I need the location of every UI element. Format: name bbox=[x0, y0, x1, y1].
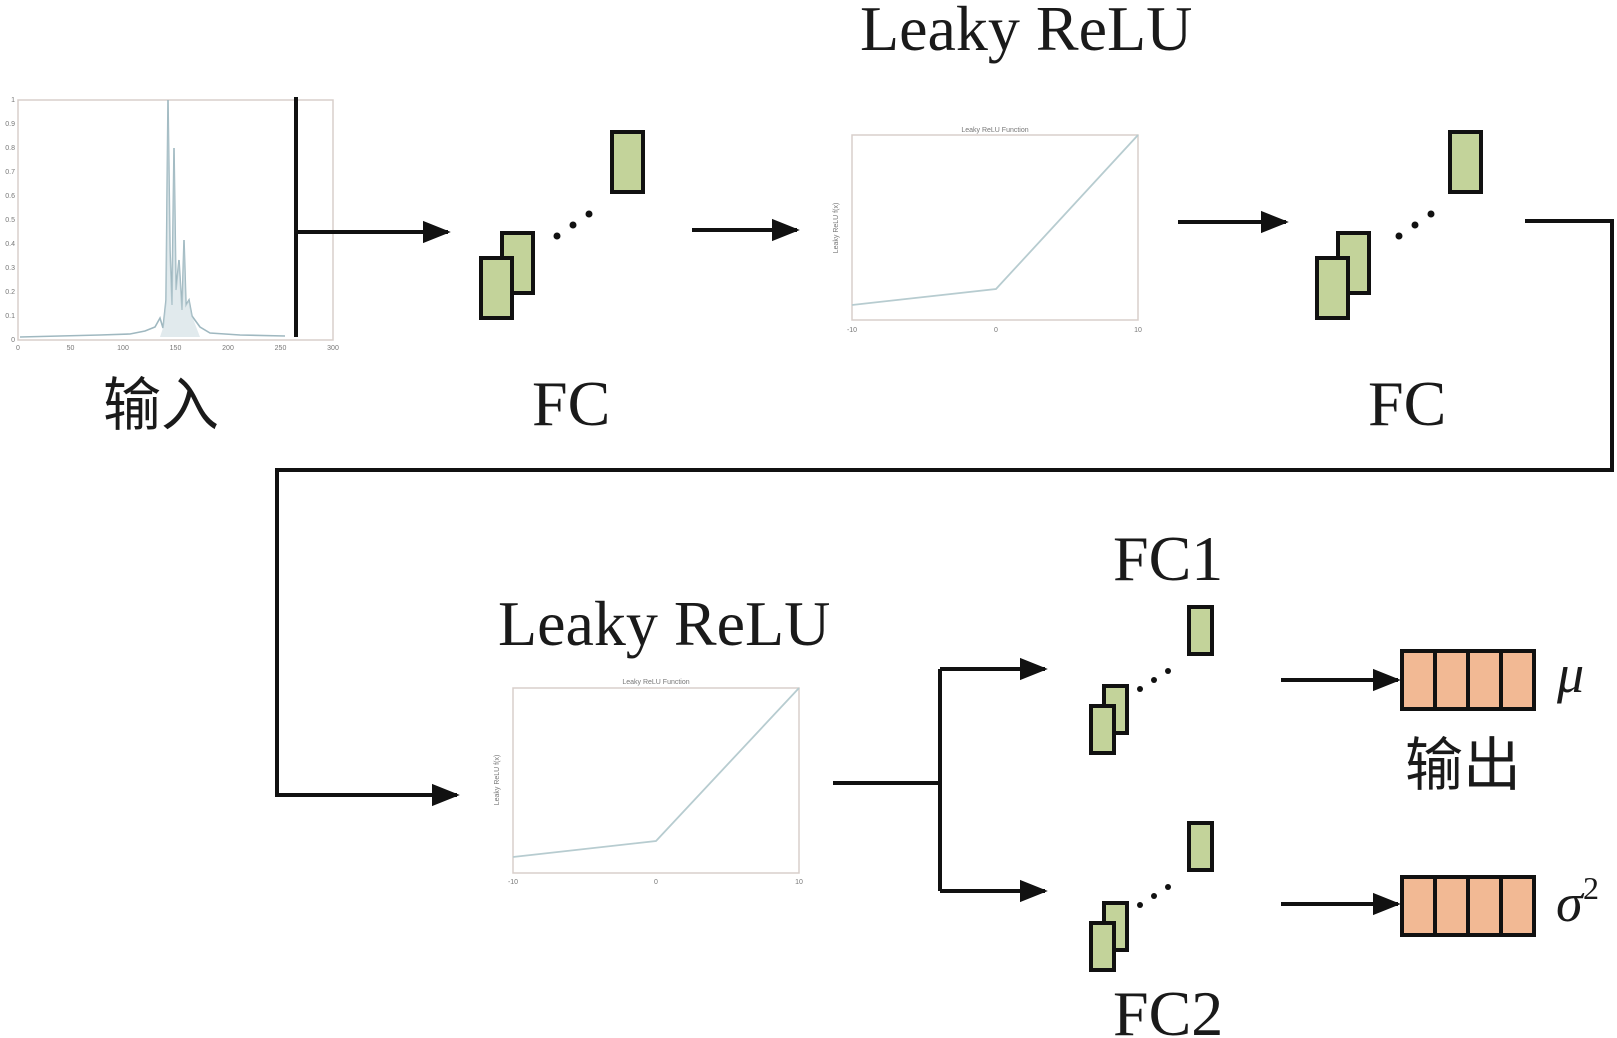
fc1-head-neuron-last bbox=[1187, 605, 1214, 656]
relu-x-tick: -10 bbox=[508, 879, 518, 886]
ellipsis-dot bbox=[553, 232, 561, 240]
input-plot-x-ticks: 0 50 100 150 200 250 300 bbox=[16, 345, 339, 352]
fc2-head-neuron-last bbox=[1187, 821, 1214, 872]
input-plot-y-tick: 0.1 bbox=[5, 313, 15, 320]
sigma-exponent: 2 bbox=[1583, 870, 1599, 906]
relu-x-tick: 10 bbox=[1134, 327, 1142, 334]
leaky-relu-plot-2: Leaky ReLU Function Leaky ReLU f(x) -10 … bbox=[494, 679, 803, 886]
fc2-head bbox=[1089, 821, 1214, 972]
leaky-relu-plot-1: Leaky ReLU Function Leaky ReLU f(x) -10 … bbox=[833, 127, 1142, 334]
relu-plot-title: Leaky ReLU Function bbox=[961, 127, 1028, 134]
input-plot-y-tick: 0.4 bbox=[5, 241, 15, 248]
relu-plot-title: Leaky ReLU Function bbox=[622, 679, 689, 686]
relu-plot-ylabel: Leaky ReLU f(x) bbox=[833, 203, 840, 254]
input-plot-y-ticks: 0 0.1 0.2 0.3 0.4 0.5 0.6 0.7 0.8 0.9 1 bbox=[5, 97, 15, 344]
sigma-cell bbox=[1466, 875, 1503, 937]
fc2-head-neuron-front bbox=[1089, 921, 1116, 972]
input-plot-y-tick: 0.8 bbox=[5, 145, 15, 152]
fc2-label: FC2 bbox=[1113, 978, 1223, 1038]
input-plot-x-tick: 150 bbox=[170, 345, 182, 352]
input-plot-x-tick: 250 bbox=[275, 345, 287, 352]
relu-plot-ylabel: Leaky ReLU f(x) bbox=[494, 755, 501, 806]
relu-curve bbox=[512, 687, 800, 858]
input-plot-y-tick: 0.5 bbox=[5, 217, 15, 224]
input-plot-y-tick: 1 bbox=[11, 97, 15, 104]
sigma-cell bbox=[1499, 875, 1536, 937]
input-plot-x-tick: 100 bbox=[117, 345, 129, 352]
relu-curve bbox=[851, 134, 1139, 306]
ellipsis-dot bbox=[1151, 893, 1157, 899]
input-plot-x-tick: 300 bbox=[327, 345, 339, 352]
fc1-neuron-last bbox=[610, 130, 645, 194]
ellipsis-dot bbox=[1395, 232, 1403, 240]
input-spectrum-fill bbox=[160, 100, 200, 337]
relu-x-tick: -10 bbox=[847, 327, 857, 334]
fc1-head bbox=[1089, 605, 1214, 755]
input-plot-y-tick: 0.6 bbox=[5, 193, 15, 200]
ellipsis-dot bbox=[585, 210, 593, 218]
sigma-output-vector bbox=[1400, 875, 1536, 937]
output-label: 输出 bbox=[1405, 731, 1521, 799]
fc-layer-1 bbox=[479, 130, 645, 320]
input-plot-y-tick: 0.9 bbox=[5, 121, 15, 128]
relu-plot-frame bbox=[851, 134, 1139, 321]
input-plot-x-tick: 50 bbox=[67, 345, 75, 352]
ellipsis-dot bbox=[1151, 677, 1157, 683]
fc-label-2: FC bbox=[1368, 368, 1446, 439]
sigma-cell bbox=[1400, 875, 1437, 937]
ellipsis-dot bbox=[1137, 686, 1143, 692]
mu-cell bbox=[1400, 649, 1437, 711]
input-plot-y-tick: 0.3 bbox=[5, 265, 15, 272]
ellipsis-dot bbox=[1427, 210, 1435, 218]
leaky-relu-label-1: Leaky ReLU bbox=[860, 0, 1192, 64]
connector-to-second-relu bbox=[275, 219, 1614, 807]
fc-layer-2 bbox=[1315, 130, 1483, 320]
input-plot-y-tick: 0.7 bbox=[5, 169, 15, 176]
input-plot-x-tick: 0 bbox=[16, 345, 20, 352]
ellipsis-dot bbox=[1165, 668, 1171, 674]
fc1-neuron-front bbox=[479, 256, 514, 320]
fc1-head-neuron-front bbox=[1089, 704, 1116, 755]
relu-x-tick: 0 bbox=[654, 879, 658, 886]
mu-cell bbox=[1499, 649, 1536, 711]
fc1-label: FC1 bbox=[1113, 523, 1223, 594]
fc2-neuron-front bbox=[1315, 256, 1350, 320]
input-plot-y-tick: 0 bbox=[11, 337, 15, 344]
mu-output-vector bbox=[1400, 649, 1536, 711]
input-spectrum-plot: 0 0.1 0.2 0.3 0.4 0.5 0.6 0.7 0.8 0.9 1 0 50 100 150 2… bbox=[5, 97, 339, 352]
relu-x-tick: 0 bbox=[994, 327, 998, 334]
ellipsis-dot bbox=[1137, 902, 1143, 908]
sigma-cell bbox=[1433, 875, 1470, 937]
ellipsis-dot bbox=[569, 221, 577, 229]
relu-x-tick: 10 bbox=[795, 879, 803, 886]
leaky-relu-label-2: Leaky ReLU bbox=[498, 588, 830, 659]
input-label: 输入 bbox=[103, 371, 219, 439]
ellipsis-dot bbox=[1411, 221, 1419, 229]
mu-symbol: μ bbox=[1556, 644, 1584, 704]
mu-cell bbox=[1433, 649, 1470, 711]
sigma-symbol: σ bbox=[1556, 873, 1585, 933]
input-plot-x-tick: 200 bbox=[222, 345, 234, 352]
relu-plot-frame bbox=[512, 687, 800, 874]
fc-label-1: FC bbox=[532, 368, 610, 439]
mu-cell bbox=[1466, 649, 1503, 711]
input-plot-y-tick: 0.2 bbox=[5, 289, 15, 296]
ellipsis-dot bbox=[1165, 884, 1171, 890]
fc2-neuron-last bbox=[1448, 130, 1483, 194]
